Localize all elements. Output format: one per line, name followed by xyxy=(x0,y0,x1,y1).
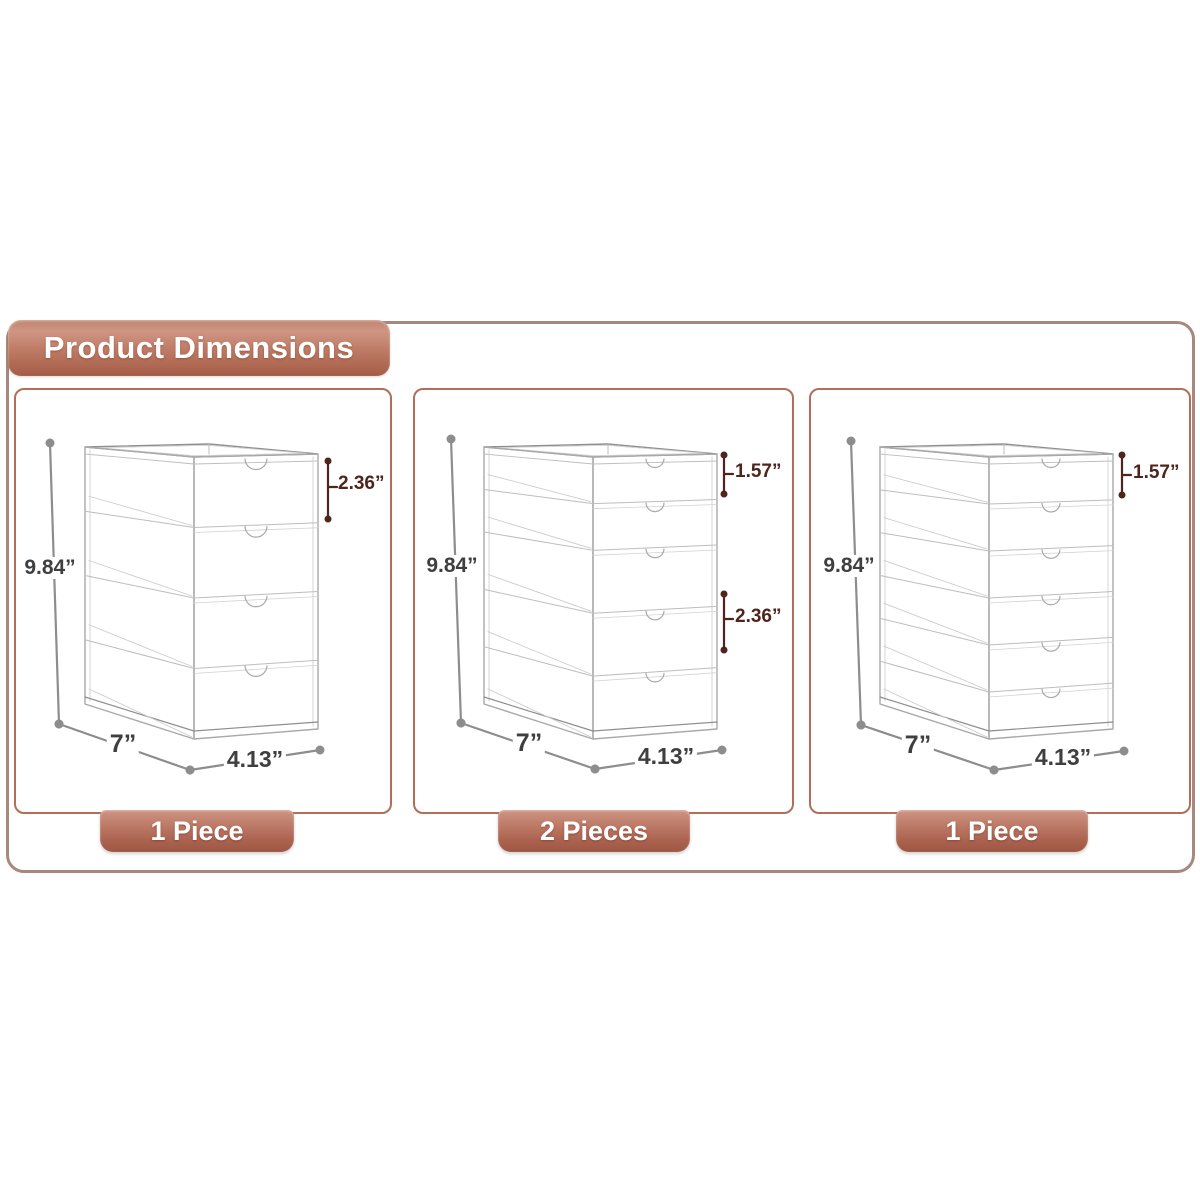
height-dimension-label: 9.84” xyxy=(820,554,878,578)
drawer-height-label: 2.36” xyxy=(338,473,385,495)
piece-count-label: 2 Pieces xyxy=(539,815,649,846)
width-dimension-label: 4.13” xyxy=(223,747,287,771)
piece-count-badge: 1 Piece xyxy=(896,810,1088,852)
piece-count-badge: 1 Piece xyxy=(100,810,294,852)
drawer-height-label: 1.57” xyxy=(1133,462,1180,484)
height-dimension-label: 9.84” xyxy=(423,554,481,578)
organizer-wireframe xyxy=(879,443,1114,740)
width-dimension-label: 4.13” xyxy=(634,744,698,768)
panel-organizer-6-drawer xyxy=(809,388,1191,814)
drawer-height-label: 2.36” xyxy=(735,606,782,628)
drawer-height-label: 1.57” xyxy=(735,461,782,483)
organizer-drawing-5-drawer xyxy=(446,434,735,774)
organizer-drawing-4-drawer xyxy=(45,438,339,775)
panel-organizer-5-drawer xyxy=(413,388,794,814)
organizer-drawing-6-drawer xyxy=(846,436,1133,775)
overall-dimension-lines xyxy=(446,434,727,774)
piece-count-badge: 2 Pieces xyxy=(498,810,690,852)
organizer-wireframe xyxy=(483,443,718,740)
page-title: Product Dimensions xyxy=(43,330,355,365)
depth-dimension-label: 7” xyxy=(106,731,140,757)
depth-dimension-label: 7” xyxy=(901,732,935,758)
panel-organizer-4-drawer xyxy=(14,388,392,814)
depth-dimension-label: 7” xyxy=(512,730,546,756)
drawer-dimension-lines xyxy=(324,457,339,523)
drawer-dimension-lines xyxy=(720,451,735,654)
height-dimension-label: 9.84” xyxy=(21,556,79,580)
header-tab: Product Dimensions xyxy=(8,320,390,376)
width-dimension-label: 4.13” xyxy=(1031,745,1095,769)
drawer-dimension-lines xyxy=(1118,451,1133,499)
piece-count-label: 1 Piece xyxy=(945,815,1039,846)
organizer-wireframe xyxy=(84,443,319,740)
piece-count-label: 1 Piece xyxy=(150,815,244,846)
